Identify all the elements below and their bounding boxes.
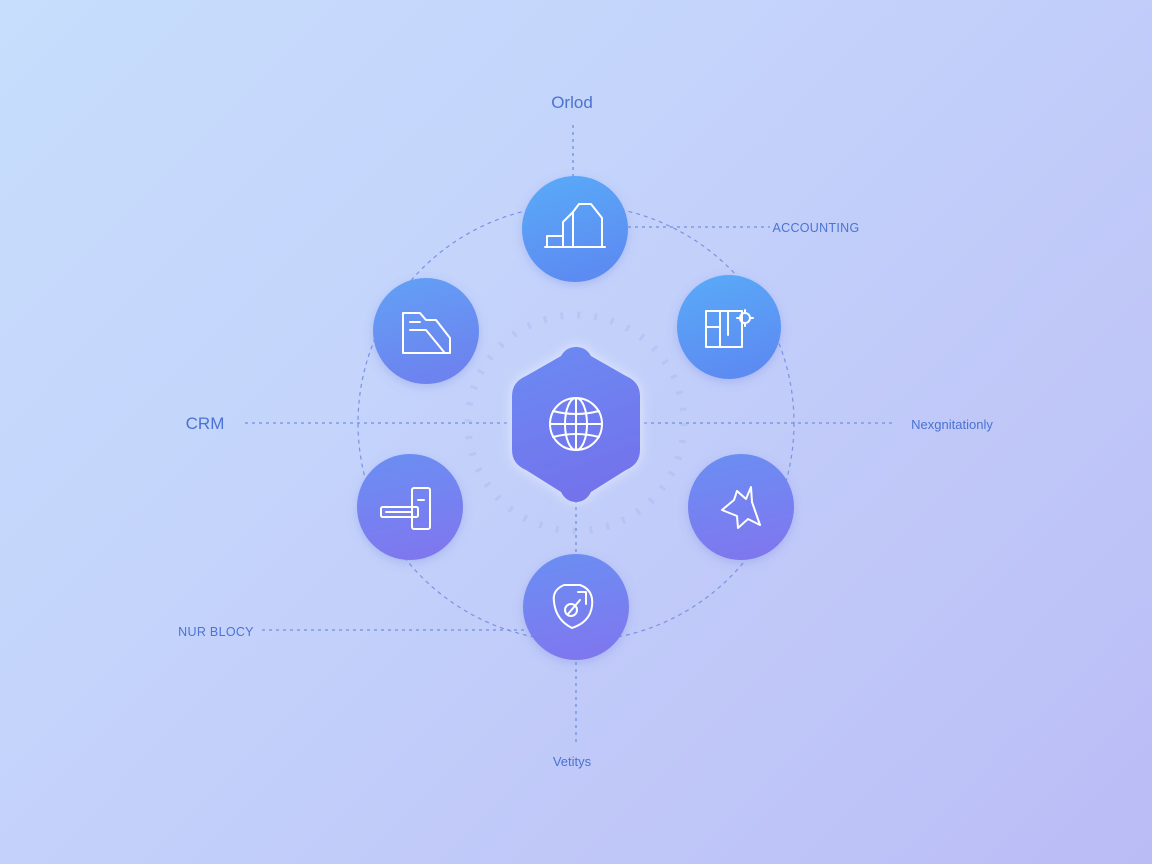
node-top[interactable] xyxy=(522,176,628,282)
globe-icon xyxy=(549,397,603,451)
folder-icon xyxy=(402,312,451,354)
bar-chart-icon xyxy=(544,203,606,248)
label-left: CRM xyxy=(186,414,225,433)
floorplan-gear-icon xyxy=(705,309,754,348)
label-right: Nexgnitationly xyxy=(911,417,993,432)
label-top: Orlod xyxy=(551,93,593,112)
server-plug-icon xyxy=(380,487,431,530)
shield-badge-icon xyxy=(552,584,594,629)
inner-decor-ring xyxy=(464,311,688,535)
label-accounting: ACCOUNTING xyxy=(772,221,859,235)
label-bottom: Vetitys xyxy=(553,754,592,769)
star-hand-icon xyxy=(721,486,761,529)
node-lower-right[interactable] xyxy=(688,454,794,560)
label-bottom-left: NUR BLOCY xyxy=(178,625,254,639)
